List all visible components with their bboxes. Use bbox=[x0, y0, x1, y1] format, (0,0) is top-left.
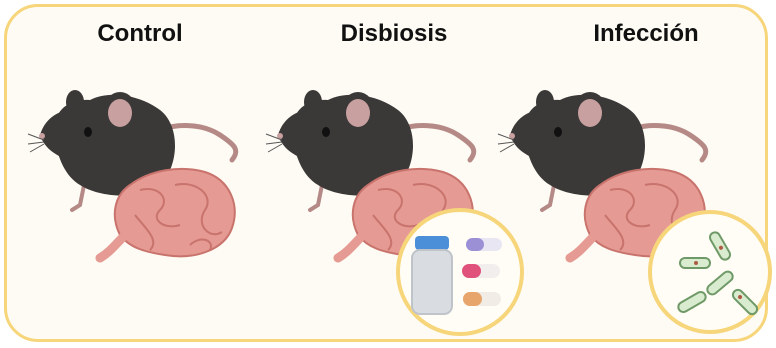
capsule-purple-icon bbox=[466, 238, 502, 251]
antibiotics-inset bbox=[398, 210, 522, 334]
mouse-control bbox=[28, 90, 236, 258]
bottle-icon bbox=[412, 236, 452, 314]
capsule-pink-icon bbox=[462, 264, 500, 278]
bacterium-icon bbox=[680, 258, 710, 268]
bacteria-inset bbox=[650, 212, 770, 332]
capsule-orange-icon bbox=[463, 292, 501, 306]
